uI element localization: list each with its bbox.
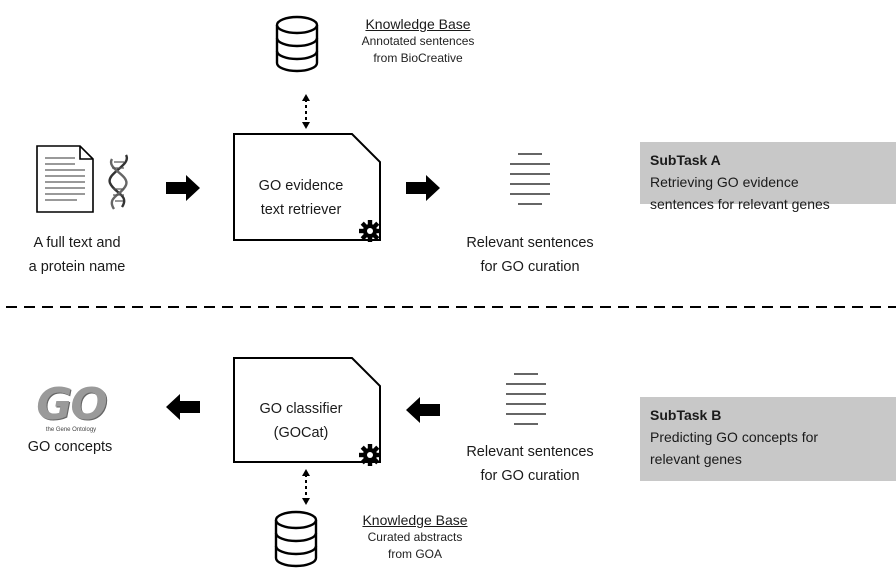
label-line: Relevant sentences [466,235,594,251]
bidirectional-dotted-arrow [302,94,310,129]
kb-subtitle: Curated abstracts [367,530,463,544]
output-label-b: GO concepts [27,439,113,455]
go-logo-subtitle: the Gene Ontology [45,427,97,433]
label-line: Relevant sentences [466,444,594,460]
process-label-a: GO evidence text retriever [236,174,366,222]
gear-icon [359,220,381,242]
kb-subtitle: from BioCreative [373,51,463,65]
gear-icon [359,444,381,466]
database-icon [275,15,319,73]
document-icon [36,145,94,213]
input-label-a: A full text and a protein name [2,231,152,279]
label-line: GO evidence [258,178,344,194]
output-label-a: Relevant sentences for GO curation [445,231,615,279]
sentences-icon [509,153,551,205]
knowledge-base-a: Knowledge Base Annotated sentences from … [338,15,498,67]
panel-title: SubTask B [650,407,722,423]
panel-title: SubTask A [650,152,721,168]
label-line: A full text and [33,235,121,251]
left-arrow-icon [166,394,200,420]
panel-text: Predicting GO concepts for [650,429,819,445]
process-box-retriever [233,133,381,242]
label-line: a protein name [28,259,126,275]
bidirectional-dotted-arrow [302,469,310,505]
subtask-a-panel: SubTask A Retrieving GO evidence sentenc… [640,142,896,212]
label-line: (GOCat) [273,425,329,441]
kb-title: Knowledge Base [362,512,468,528]
knowledge-base-b: Knowledge Base Curated abstracts from GO… [335,511,495,563]
left-arrow-icon [406,397,440,423]
right-arrow-icon [166,175,200,201]
go-logo: GO the Gene Ontology [26,379,116,434]
label-line: for GO curation [480,259,580,275]
go-logo-text: GO [36,379,108,430]
process-label-b: GO classifier (GOCat) [236,397,366,445]
kb-title: Knowledge Base [365,16,471,32]
subtask-b-panel: SubTask B Predicting GO concepts for rel… [640,397,896,481]
panel-text: Retrieving GO evidence [650,174,799,190]
label-line: text retriever [260,202,342,218]
input-label-b: Relevant sentences for GO curation [445,440,615,488]
panel-text: sentences for relevant genes [650,196,830,212]
process-box-classifier [233,357,381,466]
label-line: GO classifier [259,401,343,417]
sentences-icon [505,373,547,425]
panel-text: relevant genes [650,451,742,467]
label-line: for GO curation [480,468,580,484]
kb-subtitle: from GOA [387,547,442,561]
right-arrow-icon [406,175,440,201]
dna-icon [108,154,129,210]
kb-subtitle: Annotated sentences [361,34,475,48]
database-icon [274,510,318,568]
